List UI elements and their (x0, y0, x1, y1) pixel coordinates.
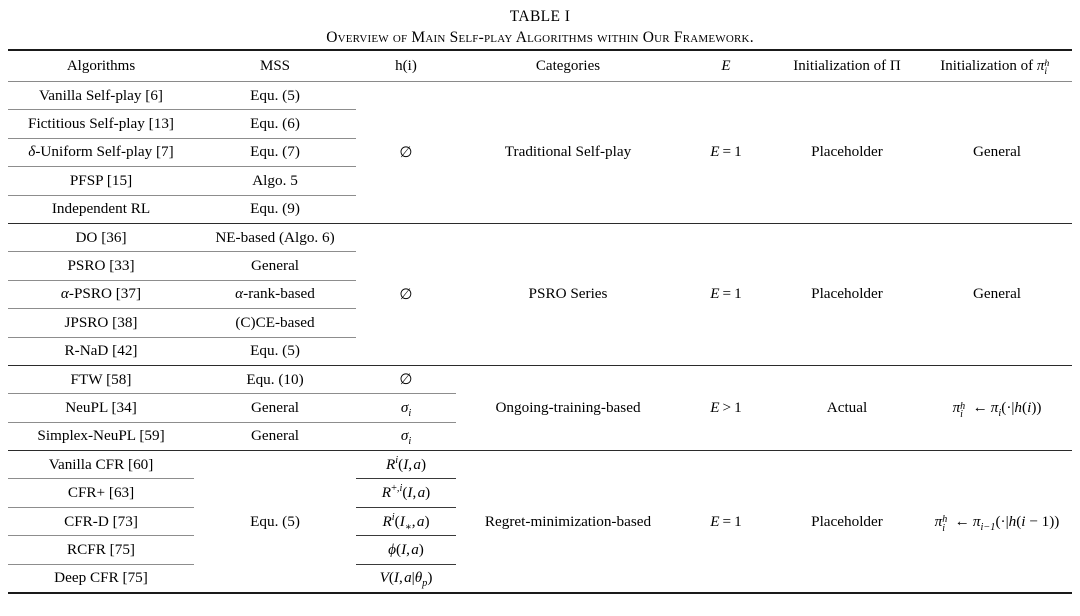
cell-category: PSRO Series (528, 285, 608, 303)
col-header-mss: MSS (259, 57, 291, 74)
cell-init-pi-policy: General (972, 285, 1022, 303)
cell-algorithm: RCFR [75] (8, 535, 194, 565)
cell-algorithm: α-PSRO [37] (8, 280, 194, 310)
cell-h-i: σi (400, 427, 412, 448)
table-row: PSRO [33] General (8, 251, 1072, 281)
table-row: JPSRO [38] (C)CE-based (8, 308, 1072, 338)
cell-algorithm: Vanilla CFR [60] (8, 451, 194, 480)
cell-algorithm: R-NaD [42] (64, 342, 138, 360)
rule-block-separator (8, 365, 1072, 366)
cell-algorithm: Vanilla Self-play [6] (8, 82, 194, 111)
col-header-init-pi-set: Initialization of Π (793, 57, 901, 74)
cell-h-i: Ri(I∗, a) (356, 507, 456, 537)
table-title: Overview of Main Self-play Algorithms wi… (326, 29, 754, 46)
cell-h-i: ∅ (356, 365, 456, 395)
table-row: α-PSRO [37] α-rank-based (8, 280, 1072, 310)
cell-mss: Equ. (9) (250, 200, 300, 218)
rule-under-header (8, 81, 1072, 82)
table-row: FTW [58] Equ. (10) ∅ Ongoing-training-ba… (8, 365, 1072, 420)
cell-category: Regret-minimization-based (484, 512, 652, 530)
cell-algorithm: Simplex-NeuPL [59] (37, 427, 165, 445)
cell-h-i: ϕ(I, a) (356, 535, 456, 565)
cell-mss: α-rank-based (194, 280, 356, 310)
cell-h-i: ∅ (399, 285, 413, 303)
table-row: CFR-D [73] Ri(I∗, a) (8, 507, 1072, 537)
cell-init-pi-set: Actual (826, 398, 868, 416)
col-header-h-i: h(i) (395, 57, 417, 74)
table-row: Deep CFR [75] V(I, a|θp) (8, 564, 1072, 593)
cell-e: E=1 (710, 285, 742, 303)
cell-algorithm: FTW [58] (8, 365, 194, 395)
col-header-categories: Categories (535, 57, 601, 74)
table-number: TABLE I (509, 8, 571, 25)
cell-mss: Equ. (7) (194, 138, 356, 168)
table-row: Vanilla Self-play [6] Equ. (5) ∅ Traditi… (8, 82, 1072, 161)
cell-e: E>1 (710, 398, 742, 416)
cell-mss: General (194, 393, 356, 423)
cell-mss: General (194, 251, 356, 281)
col-header-algorithms: Algorithms (66, 57, 136, 74)
table-row: Fictitious Self-play [13] Equ. (6) (8, 109, 1072, 139)
cell-h-i: V(I, a|θp) (379, 569, 433, 590)
table-caption: TABLE I Overview of Main Self-play Algor… (0, 0, 1080, 49)
table-row: Independent RL Equ. (9) (8, 195, 1072, 223)
cell-mss: General (250, 427, 300, 445)
cell-mss: NE-based (Algo. 6) (194, 223, 356, 253)
cell-algorithm: JPSRO [38] (8, 308, 194, 338)
cell-mss: Algo. 5 (194, 166, 356, 196)
table-row: δ-Uniform Self-play [7] Equ. (7) (8, 138, 1072, 168)
cell-h-i: σi (356, 393, 456, 423)
cell-e: E=1 (710, 143, 742, 161)
table-container: Algorithms MSS h(i) Categories E Initial… (8, 49, 1072, 596)
cell-algorithm: δ-Uniform Self-play [7] (8, 138, 194, 168)
cell-algorithm: PFSP [15] (8, 166, 194, 196)
table-header: Algorithms MSS h(i) Categories E Initial… (8, 49, 1072, 82)
cell-algorithm: Deep CFR [75] (54, 569, 148, 587)
cell-h-i: Ri(I, a) (356, 451, 456, 480)
table-row: R-NaD [42] Equ. (5) (8, 337, 1072, 365)
rule-block-separator (8, 223, 1072, 224)
table-row: Simplex-NeuPL [59] General σi (8, 422, 1072, 450)
cell-algorithm: PSRO [33] (8, 251, 194, 281)
header-row: Algorithms MSS h(i) Categories E Initial… (8, 51, 1072, 82)
cell-init-pi-policy: General (972, 143, 1022, 161)
cell-mss: (C)CE-based (194, 308, 356, 338)
table-row: CFR+ [63] R+,i(I, a) (8, 478, 1072, 508)
cell-init-pi-set: Placeholder (811, 512, 883, 530)
cell-algorithm: Independent RL (51, 200, 151, 218)
table-body: Vanilla Self-play [6] Equ. (5) ∅ Traditi… (8, 82, 1072, 596)
table-row: NeuPL [34] General σi (8, 393, 1072, 423)
rule-block-separator (8, 450, 1072, 452)
col-header-e: E (721, 57, 731, 74)
cell-h-i: ∅ (399, 143, 413, 161)
cell-h-i: R+,i(I, a) (356, 478, 456, 508)
table-row: RCFR [75] ϕ(I, a) (8, 535, 1072, 565)
table-row: Vanilla CFR [60] Equ. (5) Ri(I, a) Regre… (8, 451, 1072, 533)
cell-init-pi-set: Placeholder (811, 285, 883, 303)
cell-algorithm: CFR-D [73] (8, 507, 194, 537)
table-row: PFSP [15] Algo. 5 (8, 166, 1072, 196)
cell-category: Traditional Self-play (504, 143, 632, 161)
cell-e: E=1 (710, 512, 742, 530)
self-play-algorithms-table: Algorithms MSS h(i) Categories E Initial… (8, 49, 1072, 596)
cell-algorithm: CFR+ [63] (8, 478, 194, 508)
cell-mss: Equ. (10) (194, 365, 356, 395)
rule-bottom (8, 592, 1072, 596)
cell-algorithm: DO [36] (8, 223, 194, 253)
cell-algorithm: NeuPL [34] (8, 393, 194, 423)
cell-mss: Equ. (6) (194, 109, 356, 139)
table-row: DO [36] NE-based (Algo. 6) ∅ PSRO Series… (8, 223, 1072, 303)
cell-algorithm: Fictitious Self-play [13] (8, 109, 194, 139)
cell-mss: Equ. (5) (250, 342, 300, 360)
cell-init-pi-set: Placeholder (811, 143, 883, 161)
cell-mss: Equ. (5) (194, 82, 356, 111)
cell-category: Ongoing-training-based (495, 398, 641, 416)
cell-mss: Equ. (5) (250, 512, 300, 530)
